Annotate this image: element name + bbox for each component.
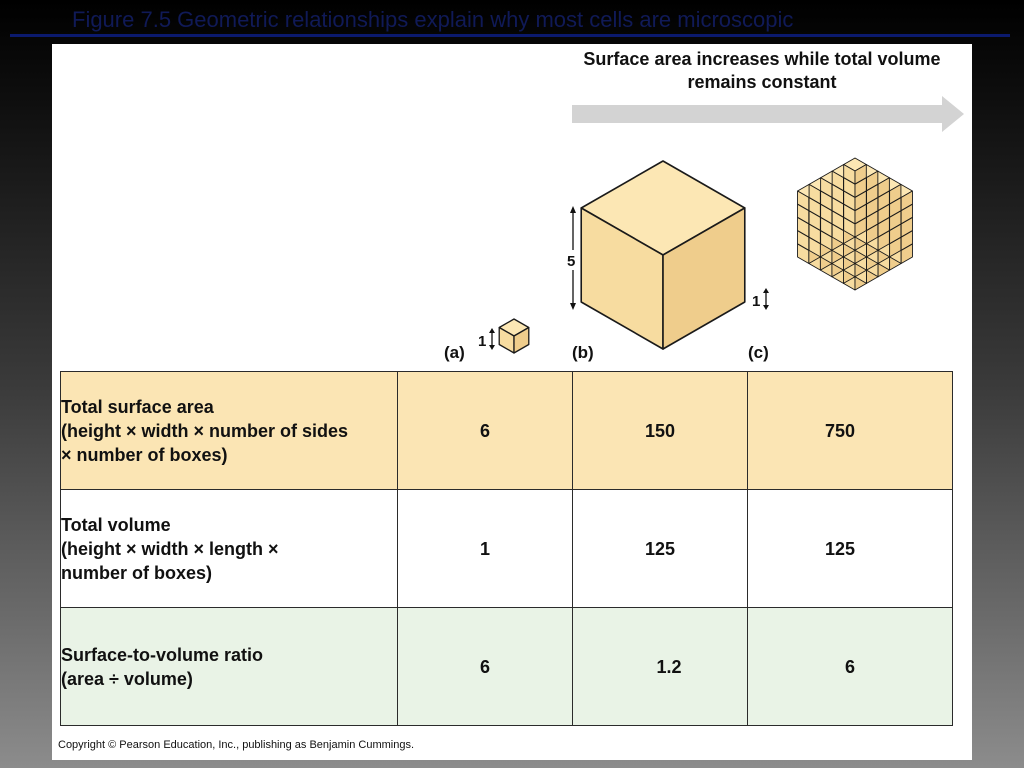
row-header: Total volume (height × width × length × … <box>60 489 398 608</box>
value-cell: 1.2 <box>572 607 748 726</box>
row-title: Total volume <box>61 514 171 535</box>
value-cell: 1 <box>397 489 573 608</box>
cube-b-dimension: 5 <box>566 206 580 310</box>
title-underline <box>10 34 1010 37</box>
increase-arrow <box>572 96 964 132</box>
comparison-table: Total surface area (height × width × num… <box>60 371 953 726</box>
panel-label-b: (b) <box>572 343 594 362</box>
slide-title: Figure 7.5 Geometric relationships expla… <box>72 7 794 32</box>
large-cube <box>580 160 746 350</box>
cube-c-stack <box>797 157 913 291</box>
edge-label-a: 1 <box>478 333 486 350</box>
row-header: Surface-to-volume ratio (area ÷ volume) <box>60 607 398 726</box>
cube-right-face <box>662 207 746 350</box>
cube-right-face <box>513 326 530 354</box>
edge-label-b: 5 <box>567 253 575 270</box>
row-formula: (area ÷ volume) <box>61 668 193 689</box>
row-title: Total surface area <box>61 396 214 417</box>
row-surface-to-volume: Surface-to-volume ratio (area ÷ volume) … <box>60 607 953 726</box>
value-cell: 125 <box>747 489 953 608</box>
row-formula: (height × width × number of sides × numb… <box>61 420 349 465</box>
row-title: Surface-to-volume ratio <box>61 644 264 665</box>
value-cell: 150 <box>572 371 748 490</box>
cube-right-face <box>854 164 867 185</box>
unit-cube <box>498 318 530 354</box>
cube-c-dimension: 1 <box>752 288 769 310</box>
value-cell: 750 <box>747 371 953 490</box>
row-total-volume: Total volume (height × width × length × … <box>60 489 953 608</box>
edge-label-c: 1 <box>752 293 760 310</box>
value-cell: 125 <box>572 489 748 608</box>
row-header: Total surface area (height × width × num… <box>60 371 398 490</box>
row-formula: (height × width × length × number of box… <box>61 538 279 583</box>
row-surface-area: Total surface area (height × width × num… <box>60 371 953 490</box>
cube-b <box>580 160 746 350</box>
value-cell: 6 <box>747 607 953 726</box>
copyright-notice: Copyright © Pearson Education, Inc., pub… <box>58 739 415 751</box>
cube-a-dimension: 1 <box>478 328 495 350</box>
figure-headline: Surface area increases while total volum… <box>583 49 941 92</box>
small-cube <box>843 157 867 185</box>
panel-label-c: (c) <box>748 343 769 362</box>
panel-label-a: (a) <box>444 343 465 362</box>
value-cell: 6 <box>397 607 573 726</box>
cube-a <box>498 318 530 354</box>
value-cell: 6 <box>397 371 573 490</box>
